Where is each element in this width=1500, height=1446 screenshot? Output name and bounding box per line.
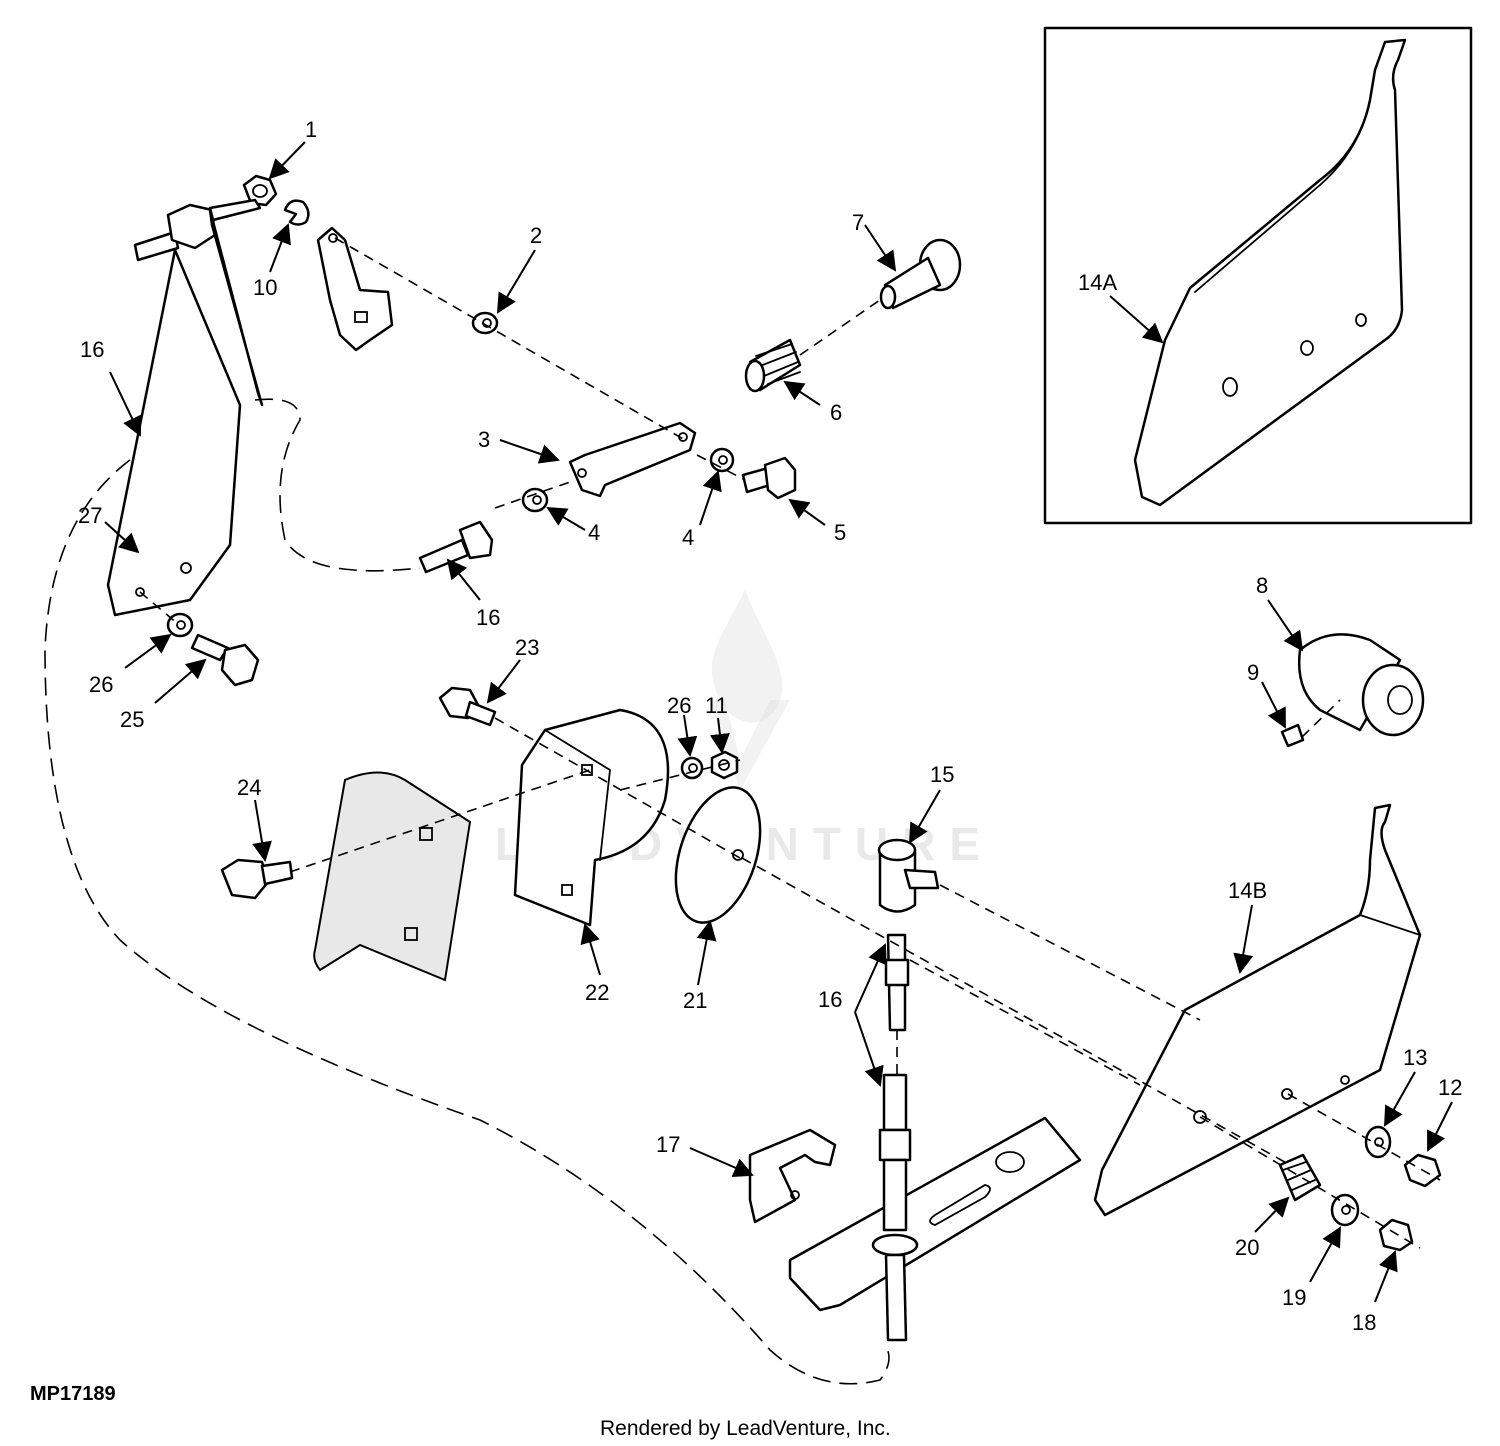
spring-6 (744, 338, 802, 393)
callout-13: 13 (1403, 1045, 1427, 1070)
callout-22: 22 (585, 980, 609, 1005)
callout-23: 23 (515, 635, 539, 660)
nut-11 (710, 750, 739, 780)
washer-26-left (166, 612, 194, 638)
callout-4-right: 4 (682, 525, 694, 550)
callout-14b: 14B (1228, 878, 1267, 903)
washer-13 (1364, 1125, 1392, 1159)
knob-8 (1298, 633, 1425, 737)
callout-24: 24 (237, 775, 261, 800)
bolt-24 (220, 858, 294, 900)
washer-4-right (709, 447, 735, 473)
washer-4-left (521, 487, 549, 513)
setscrew-9 (1280, 723, 1305, 748)
link-arm-3 (568, 421, 697, 498)
washer-26-right (680, 756, 704, 780)
shield-14a-hole (1355, 313, 1367, 327)
shield-14b (1093, 803, 1422, 1217)
callout-8: 8 (1256, 573, 1268, 598)
callout-19: 19 (1282, 1285, 1306, 1310)
pin-7 (879, 238, 962, 310)
footer-credit: Rendered by LeadVenture, Inc. (600, 1417, 891, 1440)
callout-21: 21 (683, 988, 707, 1013)
callout-11: 11 (705, 693, 728, 718)
washer-2 (471, 311, 499, 335)
figure-id: MP17189 (30, 1383, 116, 1405)
clip-10 (283, 199, 310, 226)
alignment-lines (139, 237, 1441, 1249)
callout-6: 6 (830, 400, 842, 425)
callout-26-right: 26 (667, 693, 691, 718)
callout-labels: 1 2 3 4 4 5 6 7 8 9 10 11 12 13 14A 14B … (78, 117, 1462, 1335)
callout-25: 25 (120, 707, 144, 732)
bracket-17 (748, 1128, 837, 1224)
bolt-23 (438, 686, 497, 727)
callout-2: 2 (530, 223, 542, 248)
disc-21 (674, 786, 762, 924)
bolt-5 (741, 456, 797, 500)
cable-path (44, 398, 890, 1385)
frame-channel (313, 771, 472, 982)
callout-20: 20 (1235, 1235, 1259, 1260)
callout-15: 15 (930, 762, 954, 787)
nut-18 (1378, 1218, 1414, 1252)
callout-17: 17 (656, 1132, 680, 1157)
shield-14a-hole (1300, 340, 1314, 356)
callout-4-left: 4 (588, 520, 600, 545)
rod-end-16-lower (418, 520, 494, 574)
cable-clamp-16 (133, 198, 264, 407)
callout-16-middle: 16 (476, 605, 500, 630)
callout-3: 3 (478, 427, 490, 452)
callout-27: 27 (78, 503, 102, 528)
inset-box (1043, 26, 1473, 525)
callout-9: 9 (1247, 660, 1259, 685)
callout-18: 18 (1352, 1310, 1376, 1335)
bracket-27 (106, 248, 242, 617)
leader-arrows (104, 141, 1453, 1303)
callout-16-bottom: 16 (818, 987, 842, 1012)
callout-14a: 14A (1078, 270, 1117, 295)
callout-1: 1 (305, 117, 317, 142)
callout-16-top: 16 (80, 337, 104, 362)
callout-26-left: 26 (89, 672, 113, 697)
inset-frame (1043, 26, 1473, 525)
spring-20 (1278, 1153, 1322, 1202)
callout-10: 10 (253, 275, 277, 300)
callout-7: 7 (852, 210, 864, 235)
washer-19 (1330, 1193, 1360, 1227)
bolt-25 (190, 633, 260, 687)
bracket-22 (513, 708, 670, 927)
callout-5: 5 (834, 520, 846, 545)
callout-12: 12 (1438, 1075, 1462, 1100)
rod-16-vertical (871, 933, 919, 1342)
shield-14a (1133, 38, 1407, 507)
shield-14a-hole (1222, 377, 1238, 397)
swivel-15 (877, 838, 940, 913)
lever-bracket (316, 226, 394, 352)
